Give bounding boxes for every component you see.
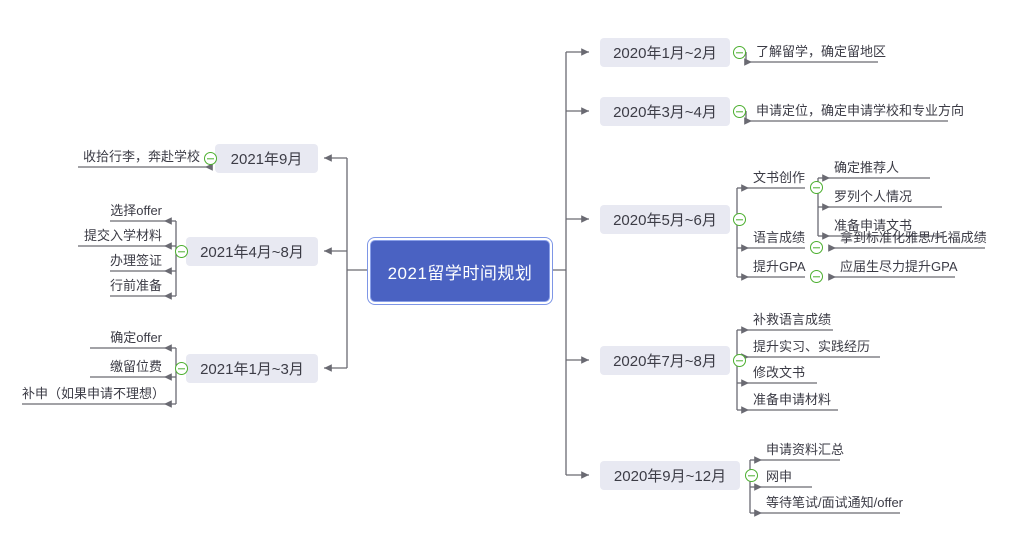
branch-node-label: 2020年5月~6月 bbox=[613, 212, 717, 229]
branch-node-label: 2021年1月~3月 bbox=[200, 361, 304, 378]
leaf-label[interactable]: 确定offer bbox=[110, 330, 162, 345]
leaf-label[interactable]: 网申 bbox=[766, 469, 793, 484]
branch-node-label: 2020年3月~4月 bbox=[613, 104, 717, 121]
branch-node-label: 2020年7月~8月 bbox=[613, 353, 717, 370]
branch-node-label: 2021年4月~8月 bbox=[200, 244, 304, 261]
branch-node-2021-09[interactable]: 2021年9月 bbox=[215, 144, 318, 173]
branch-node-2020-05-06[interactable]: 2020年5月~6月 bbox=[600, 205, 730, 234]
leaf-label[interactable]: 缴留位费 bbox=[109, 359, 162, 374]
branch-node-label: 2021年9月 bbox=[230, 151, 303, 168]
leaf-label[interactable]: 补救语言成绩 bbox=[753, 312, 832, 327]
collapse-toggle-2021-09[interactable] bbox=[204, 152, 217, 165]
leaf-label[interactable]: 选择offer bbox=[110, 203, 162, 218]
collapse-toggle-2020-05-06[interactable] bbox=[733, 213, 746, 226]
collapse-toggle-2020-09-12[interactable] bbox=[745, 469, 758, 482]
branch-node-2021-01-03[interactable]: 2021年1月~3月 bbox=[186, 354, 318, 383]
collapse-toggle-wenshu[interactable] bbox=[810, 181, 823, 194]
leaf-label[interactable]: 提交入学材料 bbox=[83, 228, 162, 243]
leaf-label[interactable]: 申请定位，确定申请学校和专业方向 bbox=[756, 103, 965, 118]
leaf-label[interactable]: 准备申请材料 bbox=[753, 392, 832, 407]
collapse-toggle-2020-03-04[interactable] bbox=[733, 105, 746, 118]
leaf-label[interactable]: 修改文书 bbox=[753, 365, 806, 380]
branch-node-2020-03-04[interactable]: 2020年3月~4月 bbox=[600, 97, 730, 126]
branch-node-2020-01-02[interactable]: 2020年1月~2月 bbox=[600, 38, 730, 67]
subnode-label-wenshu[interactable]: 文书创作 bbox=[753, 170, 806, 185]
root-node-label: 2021留学时间规划 bbox=[387, 263, 533, 283]
leaf-label[interactable]: 申请资料汇总 bbox=[766, 442, 845, 457]
branch-node-label: 2020年9月~12月 bbox=[613, 468, 727, 485]
branch-node-2021-04-08[interactable]: 2021年4月~8月 bbox=[186, 237, 318, 266]
leaf-label[interactable]: 收拾行李，奔赴学校 bbox=[82, 149, 200, 164]
subnode-label-gpa[interactable]: 提升GPA bbox=[753, 259, 806, 274]
leaf-label[interactable]: 准备申请文书 bbox=[834, 218, 913, 233]
collapse-toggle-2020-07-08[interactable] bbox=[733, 354, 746, 367]
leaf-label[interactable]: 提升实习、实践经历 bbox=[753, 339, 871, 354]
branch-node-2020-07-08[interactable]: 2020年7月~8月 bbox=[600, 346, 730, 375]
subnode-label-yuyan[interactable]: 语言成绩 bbox=[753, 230, 806, 245]
leaf-label[interactable]: 等待笔试/面试通知/offer bbox=[766, 495, 904, 510]
collapse-toggle-yuyan[interactable] bbox=[810, 241, 823, 254]
leaf-label[interactable]: 了解留学，确定留地区 bbox=[756, 44, 887, 59]
branch-node-label: 2020年1月~2月 bbox=[613, 45, 717, 62]
leaf-label[interactable]: 拿到标准化雅思/托福成绩 bbox=[840, 230, 987, 245]
root-node[interactable]: 2021留学时间规划 bbox=[368, 238, 552, 304]
collapse-toggle-2021-01-03[interactable] bbox=[175, 362, 188, 375]
leaf-label[interactable]: 应届生尽力提升GPA bbox=[840, 259, 958, 274]
collapse-toggle-2021-04-08[interactable] bbox=[175, 245, 188, 258]
leaf-label[interactable]: 办理签证 bbox=[109, 253, 162, 268]
leaf-label[interactable]: 罗列个人情况 bbox=[834, 189, 913, 204]
collapse-toggle-gpa[interactable] bbox=[810, 270, 823, 283]
collapse-toggle-2020-01-02[interactable] bbox=[733, 46, 746, 59]
branch-node-2020-09-12[interactable]: 2020年9月~12月 bbox=[600, 461, 740, 490]
leaf-label[interactable]: 确定推荐人 bbox=[834, 160, 900, 175]
leaf-label[interactable]: 补申（如果申请不理想） bbox=[22, 386, 166, 401]
leaf-label[interactable]: 行前准备 bbox=[109, 278, 162, 293]
